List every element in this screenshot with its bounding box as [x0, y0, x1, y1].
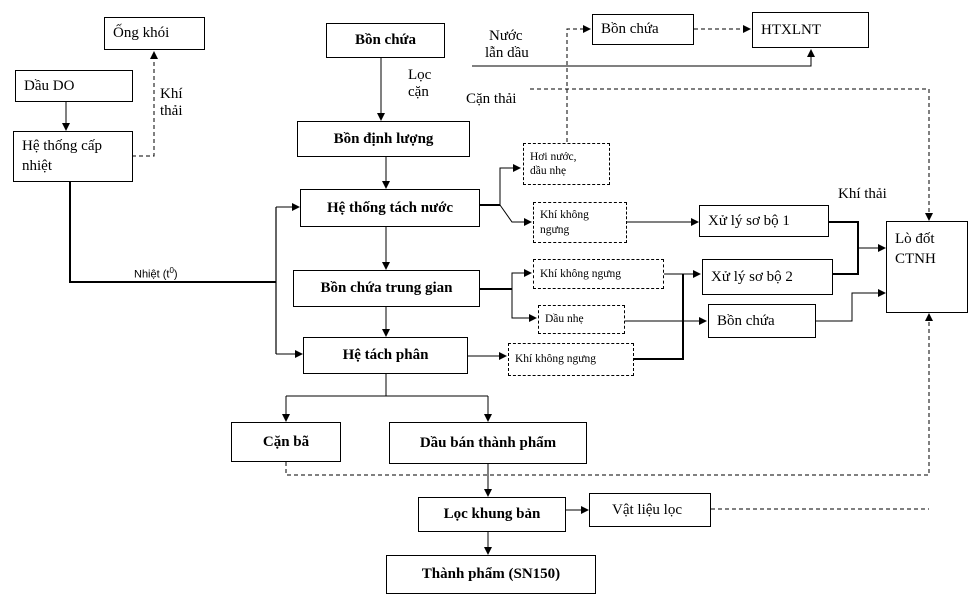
lo-dot-line-1: Lò đốt [895, 231, 935, 247]
ong-khoi-label: Ống khói [113, 25, 170, 41]
ong-khoi-box: Ống khói [104, 17, 205, 50]
line-xu-ly-1 [829, 221, 859, 248]
line-heat-supply [69, 182, 276, 283]
vat-lieu-loc-label: Vật liệu lọc [612, 501, 682, 518]
bon-chua-trung-gian-box: Bồn chứa trung gian [293, 270, 480, 307]
vat-lieu-loc-box: Vật liệu lọc [589, 493, 711, 527]
khi-khong-ngung-3-label: Khí không ngưng [515, 353, 596, 366]
loc-can-line-2: cặn [408, 84, 429, 101]
dau-nhe-box: Dầu nhẹ [538, 305, 625, 334]
he-thong-tach-nuoc-box: Hệ thống tách nước [300, 189, 480, 227]
xu-ly-so-bo-1-label: Xử lý sơ bộ 1 [708, 212, 790, 229]
arrow-to-khi-khong-ngung-1 [499, 204, 532, 226]
arrow-bon-chua-to-lo-dot [816, 289, 886, 322]
nhiet-label-end: ) [173, 268, 178, 281]
arrow-khi-thai-ong-khoi [132, 51, 158, 157]
hoi-nuoc-box: Hơi nước, dầu nhẹ [523, 143, 610, 185]
bon-chua-top-label: Bồn chứa [354, 32, 417, 48]
khi-khong-ngung-1-line-1: Khí không [540, 209, 589, 222]
nuoc-lan-dau-line-2: lẫn dầu [485, 45, 529, 62]
bon-chua-right-top-label: Bồn chứa [601, 21, 659, 37]
hoi-nuoc-line-2: dầu nhẹ [530, 165, 567, 177]
he-tach-phan-label: Hệ tách phân [342, 347, 429, 363]
nhiet-label-sup: 0 [169, 266, 174, 275]
bon-chua-right-bottom-box: Bồn chứa [708, 304, 816, 338]
thanh-pham-label: Thành phẩm (SN150) [421, 566, 561, 582]
bon-chua-right-bottom-label: Bồn chứa [717, 312, 775, 329]
bon-chua-trung-gian-label: Bồn chứa trung gian [320, 280, 453, 296]
bon-chua-top-box: Bồn chứa [326, 23, 445, 58]
he-tach-phan-box: Hệ tách phân [303, 337, 468, 374]
nuoc-lan-dau-line-1: Nước [489, 28, 523, 44]
lo-dot-ctnh-box: Lò đốt CTNH [886, 221, 968, 313]
xu-ly-so-bo-2-label: Xử lý sơ bộ 2 [711, 268, 793, 285]
nhiet-label: Nhiệt (t0) [134, 266, 178, 281]
khi-thai-left-line-2: thải [160, 103, 183, 120]
arrow-nuoc-lan-dau-to-htxlnt [472, 49, 815, 67]
khi-khong-ngung-1-box: Khí không ngưng [533, 202, 627, 243]
nhiet-label-text: Nhiệt (t [134, 268, 170, 281]
htxlnt-box: HTXLNT [752, 12, 869, 48]
line-xu-ly-2 [833, 248, 859, 275]
arrow-can-ba-to-lo-dot [285, 313, 933, 476]
khi-khong-ngung-3-box: Khí không ngưng [508, 343, 634, 376]
khi-thai-left-line-1: Khí [160, 86, 183, 102]
khi-thai-right-text: Khí thải [838, 186, 887, 202]
dau-ban-thanh-pham-box: Dầu bán thành phẩm [389, 422, 587, 464]
dau-ban-thanh-pham-label: Dầu bán thành phẩm [419, 434, 557, 451]
dau-do-box: Dầu DO [15, 70, 133, 102]
khi-thai-right-label: Khí thải [838, 186, 887, 203]
arrow-to-dau-nhe [511, 289, 537, 322]
dau-do-label: Dầu DO [24, 77, 75, 94]
dau-nhe-label: Dầu nhẹ [545, 313, 584, 326]
bon-dinh-luong-label: Bồn định lượng [333, 130, 434, 147]
arrow-to-khi-khong-ngung-2 [511, 269, 532, 289]
arrow-to-hoi-nuoc [499, 164, 521, 205]
loc-can-line-1: Lọc [408, 67, 432, 83]
he-thong-tach-nuoc-label: Hệ thống tách nước [326, 199, 454, 216]
can-thai-text: Cặn thải [466, 91, 517, 107]
bon-dinh-luong-box: Bồn định lượng [297, 121, 470, 157]
he-thong-cap-nhiet-line-1: Hệ thống cấp [22, 138, 102, 154]
he-thong-cap-nhiet-box: Hệ thống cấp nhiệt [13, 131, 133, 182]
hoi-nuoc-line-1: Hơi nước, [530, 150, 577, 163]
can-ba-box: Cặn bã [231, 422, 341, 462]
loc-khung-ban-box: Lọc khung bản [418, 497, 566, 532]
can-ba-label: Cặn bã [262, 433, 310, 450]
he-thong-cap-nhiet-line-2: nhiệt [22, 157, 52, 174]
khi-khong-ngung-2-box: Khí không ngưng [533, 259, 664, 289]
khi-khong-ngung-1-line-2: ngưng [540, 223, 570, 236]
can-thai-label: Cặn thải [466, 91, 516, 108]
bon-chua-right-top-box: Bồn chứa [592, 14, 694, 45]
khi-thai-left-label: Khí thải [160, 86, 183, 121]
line-khi-khong-ngung-3-to-xu-ly-2 [634, 274, 684, 360]
thanh-pham-box: Thành phẩm (SN150) [386, 555, 596, 594]
lo-dot-line-2: CTNH [895, 250, 936, 267]
htxlnt-label: HTXLNT [761, 21, 821, 38]
xu-ly-so-bo-1-box: Xử lý sơ bộ 1 [699, 205, 829, 237]
arrow-hoi-nuoc-to-bon-chua [566, 25, 591, 142]
loc-can-label: Lọc cặn [408, 67, 431, 102]
arrow-can-thai-to-lo-dot [530, 88, 933, 221]
nuoc-lan-dau-label: Nước lẫn dầu [485, 28, 529, 63]
loc-khung-ban-label: Lọc khung bản [443, 506, 541, 522]
xu-ly-so-bo-2-box: Xử lý sơ bộ 2 [702, 259, 833, 295]
khi-khong-ngung-2-label: Khí không ngưng [540, 267, 621, 280]
